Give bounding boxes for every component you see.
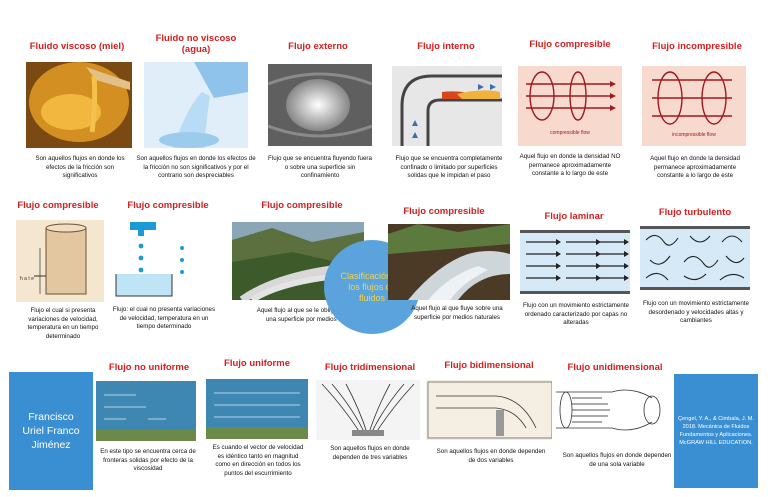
internal-flow-image (392, 66, 502, 146)
tank-image: h a t e (16, 220, 104, 302)
card-title: Flujo tridimensional (324, 362, 416, 373)
1d-flow-image (552, 378, 664, 444)
compressible-flow-image: compressible flow (518, 66, 622, 146)
card-desc: Flujo que se encuentra completamente con… (395, 155, 503, 180)
card-desc: Son aquellos flujos en donde dependen de… (436, 448, 546, 464)
external-flow-image (268, 64, 372, 146)
image-label: incompressible flow (672, 132, 716, 138)
card-title: Fluido viscoso (miel) (29, 41, 125, 52)
card-title: Flujo interno (417, 41, 475, 52)
central-title: Clasificación de los flujos de fluidos (340, 270, 404, 303)
card-title: Flujo turbulento (658, 207, 732, 218)
laminar-flow-image (520, 230, 630, 294)
incompressible-flow-image: incompressible flow (642, 66, 746, 146)
card-title: Flujo externo (288, 41, 348, 52)
image-label: compressible flow (550, 130, 590, 136)
card-title: Flujo uniforme (224, 358, 290, 369)
card-title: Flujo compresible (403, 206, 485, 217)
card-title: Flujo no uniforme (108, 362, 190, 373)
water-image (144, 62, 248, 148)
card-desc: Flujo el cual si presenta variaciones de… (27, 307, 99, 340)
card-desc: Aquel flujo al que fluye sobre una super… (411, 305, 503, 321)
author-name: Francisco Uriel Franco Jiménez (22, 411, 80, 451)
card-desc: Aquel flujo en donde la densidad permane… (650, 155, 740, 180)
uniform-flow-image (206, 379, 308, 439)
card-title: Flujo incompresible (652, 41, 742, 52)
faucet-image (110, 216, 218, 300)
card-desc: Aquel flujo en donde la densidad NO perm… (519, 153, 621, 178)
reference-text: Çengel, Y. A., & Cimbala, J. M. 2018. Me… (678, 416, 754, 446)
nonuniform-flow-image (96, 381, 196, 441)
card-title: Flujo laminar (544, 211, 604, 222)
card-title: Flujo compresible (529, 39, 611, 50)
3d-flow-image (316, 380, 420, 440)
card-title: Flujo compresible (261, 200, 343, 211)
card-desc: Flujo con un movimiento estrictamente or… (523, 302, 629, 327)
card-desc: Aquel flujo al que se le obliga a fluir … (256, 307, 372, 323)
card-desc: Flujo: el cual no presenta variaciones d… (112, 306, 216, 331)
card-title: Flujo bidimensional (444, 360, 534, 371)
card-desc: Son aquellos flujos en donde dependen de… (330, 445, 410, 461)
card-title: Flujo compresible (17, 200, 99, 211)
reference-box: Çengel, Y. A., & Cimbala, J. M. 2018. Me… (674, 374, 758, 488)
card-desc: Es cuando el vector de velocidad es idén… (212, 444, 304, 477)
card-desc: Flujo que se encuentra fluyendo fuera o … (268, 155, 372, 180)
2d-flow-image (426, 380, 554, 440)
turbulent-flow-image (640, 226, 750, 290)
card-desc: En este tipo se encuentra cerca de front… (100, 448, 196, 473)
card-desc: Son aquellos flujos en donde los efectos… (35, 155, 125, 180)
image-label: h a t e (20, 276, 34, 282)
honey-image (26, 62, 132, 148)
card-desc: Son aquellos flujos en donde dependen de… (562, 452, 672, 468)
card-desc: Son aquellos flujos en donde los efectos… (136, 155, 256, 180)
card-desc: Flujo con un movimiento estrictamente de… (643, 300, 749, 325)
author-box: Francisco Uriel Franco Jiménez (9, 372, 93, 490)
river-image (388, 224, 510, 300)
card-title: Fluido no viscoso (agua) (155, 33, 237, 55)
card-title: Flujo compresible (127, 200, 209, 211)
card-title: Flujo unidimensional (567, 362, 663, 373)
